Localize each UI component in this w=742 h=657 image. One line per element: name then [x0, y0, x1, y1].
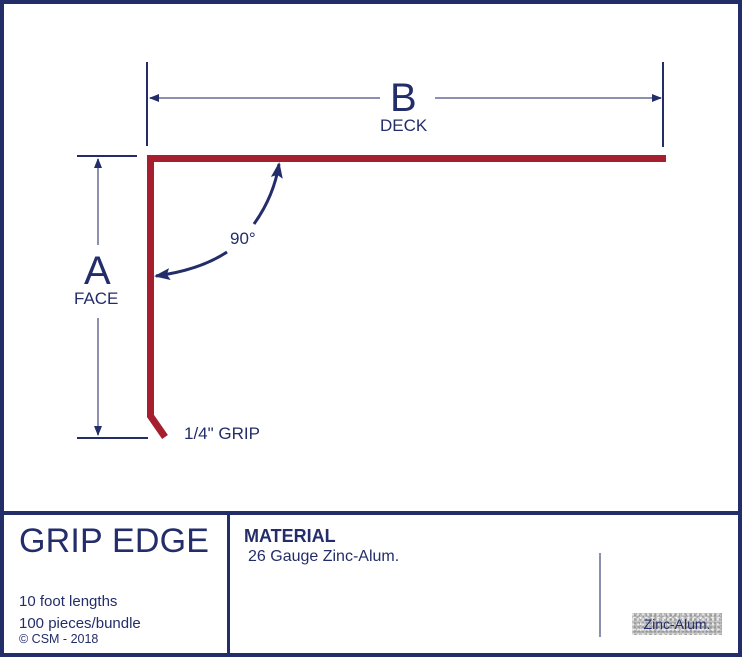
product-title: GRIP EDGE: [19, 522, 210, 560]
angle-label: 90°: [230, 229, 256, 248]
spec-lengths: 10 foot lengths: [19, 593, 118, 610]
spec-bundle: 100 pieces/bundle: [19, 615, 141, 632]
dimension-b-label: DECK: [380, 116, 428, 135]
material-swatch-label: Zinc-Alum.: [643, 616, 711, 632]
title-block-column-divider: [227, 511, 230, 657]
dimension-a-letter: A: [84, 249, 111, 293]
dimension-b-letter: B: [390, 76, 417, 120]
dimension-b-lines: [146, 62, 664, 147]
material-value: 26 Gauge Zinc-Alum.: [248, 548, 400, 565]
grip-label: 1/4" GRIP: [184, 424, 260, 443]
material-column-divider: [599, 553, 601, 637]
dimension-a-label: FACE: [74, 289, 119, 308]
material-heading: MATERIAL: [244, 526, 336, 546]
copyright: © CSM - 2018: [19, 632, 99, 646]
grip-edge-profile: [147, 155, 666, 439]
title-block-divider: [0, 511, 742, 515]
material-swatch: Zinc-Alum.: [632, 613, 722, 635]
dimension-a-lines: [77, 155, 148, 439]
angle-arc: [154, 162, 283, 281]
